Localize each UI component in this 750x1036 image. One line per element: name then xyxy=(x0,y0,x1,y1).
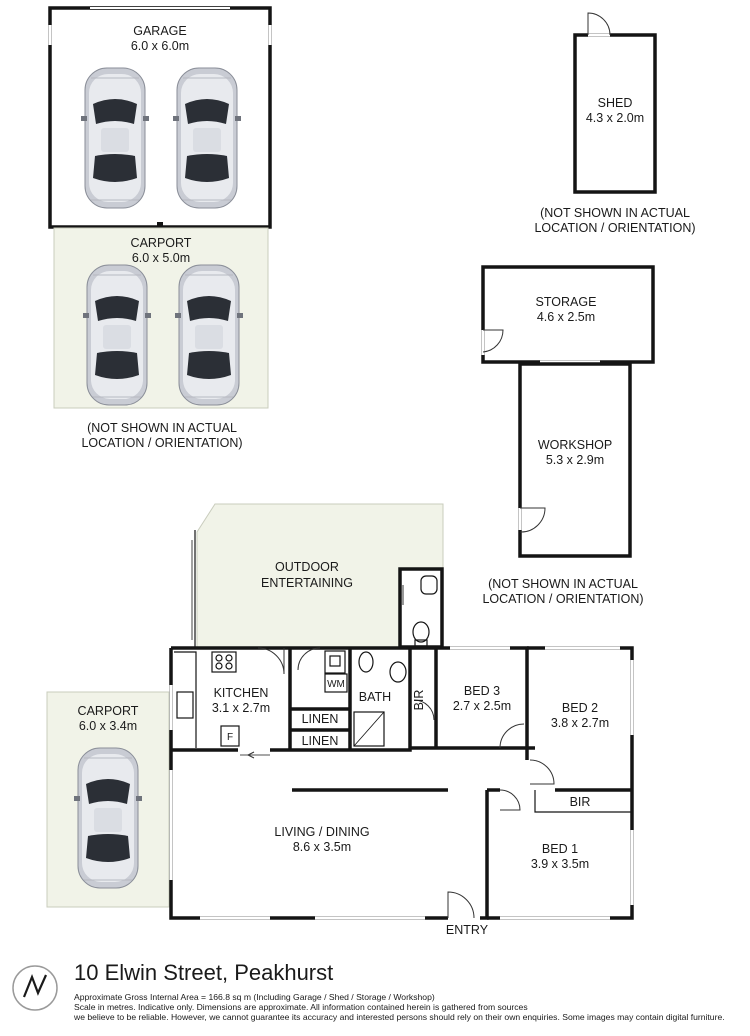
wc xyxy=(398,567,444,649)
stove-icon xyxy=(211,651,237,673)
bed1-dims: 3.9 x 3.5m xyxy=(531,857,589,871)
bed1-bir-label: BIR xyxy=(570,795,591,809)
toilet-icon xyxy=(358,651,374,673)
outdoor-label-2: ENTERTAINING xyxy=(261,576,353,590)
toilet-icon xyxy=(412,621,430,643)
shed-dims: 4.3 x 2.0m xyxy=(586,111,644,125)
laundry-tub-icon xyxy=(324,650,346,674)
wm-label: WM xyxy=(327,679,345,690)
garage-label: GARAGE xyxy=(133,24,187,38)
storage-dims: 4.6 x 2.5m xyxy=(537,310,595,324)
car-image xyxy=(82,264,152,406)
bed3-label: BED 3 xyxy=(464,684,500,698)
garage-dims: 6.0 x 6.0m xyxy=(131,39,189,53)
car-image xyxy=(80,67,150,209)
house-walls xyxy=(169,646,634,920)
bath-fixtures xyxy=(353,651,407,747)
linen-1-label: LINEN xyxy=(302,712,339,726)
carport-side-dims: 6.0 x 3.4m xyxy=(79,719,137,733)
floor-plan: GARAGE 6.0 x 6.0m CARPORT 6.0 x 5.0m (NO… xyxy=(46,6,696,937)
note-line2: LOCATION / ORIENTATION) xyxy=(534,221,695,235)
note-line2: LOCATION / ORIENTATION) xyxy=(482,592,643,606)
laundry-fixtures: WM xyxy=(324,650,348,693)
kitchen-label: KITCHEN xyxy=(214,686,269,700)
outdoor-label-1: OUTDOOR xyxy=(275,560,339,574)
disclaimer-line-2: Scale in metres. Indicative only. Dimens… xyxy=(74,1002,528,1012)
note-line1: (NOT SHOWN IN ACTUAL xyxy=(87,421,237,435)
bed3-bir-label: BIR xyxy=(412,690,426,711)
carport-side: CARPORT 6.0 x 3.4m xyxy=(46,691,170,908)
north-compass-icon xyxy=(12,965,58,1011)
shed: SHED 4.3 x 2.0m xyxy=(573,12,657,194)
workshop-dims: 5.3 x 2.9m xyxy=(546,453,604,467)
carport-top-dims: 6.0 x 5.0m xyxy=(132,251,190,265)
footer xyxy=(0,958,750,1036)
living-label: LIVING / DINING xyxy=(274,825,369,839)
carport-top: CARPORT 6.0 x 5.0m xyxy=(53,227,269,409)
car-image xyxy=(73,747,143,889)
basin-icon xyxy=(420,575,438,595)
fridge-label: F xyxy=(227,732,233,743)
washing-machine-box xyxy=(324,673,348,693)
kitchen-fixtures: F xyxy=(174,651,240,748)
garage: GARAGE 6.0 x 6.0m xyxy=(48,6,272,230)
carport-top-label: CARPORT xyxy=(131,236,192,250)
bed1-label: BED 1 xyxy=(542,842,578,856)
fridge-box xyxy=(220,725,240,747)
car-image xyxy=(174,264,244,406)
sink-icon xyxy=(176,691,194,719)
living-dims: 8.6 x 3.5m xyxy=(293,840,351,854)
entry-label: ENTRY xyxy=(446,923,489,937)
carport-side-label: CARPORT xyxy=(78,704,139,718)
bed3-dims: 2.7 x 2.5m xyxy=(453,699,511,713)
property-address: 10 Elwin Street, Peakhurst xyxy=(74,960,334,985)
note-line1: (NOT SHOWN IN ACTUAL xyxy=(540,206,690,220)
bed2-dims: 3.8 x 2.7m xyxy=(551,716,609,730)
linen-2-label: LINEN xyxy=(302,734,339,748)
kitchen-dims: 3.1 x 2.7m xyxy=(212,701,270,715)
car-image xyxy=(172,67,242,209)
workshop: WORKSHOP 5.3 x 2.9m xyxy=(518,362,632,558)
disclaimer-line-3: we believe to be reliable. However, we c… xyxy=(74,1012,725,1022)
note-line2: LOCATION / ORIENTATION) xyxy=(81,436,242,450)
disclaimer-line-1: Approximate Gross Internal Area = 166.8 … xyxy=(74,992,435,1002)
storage-label: STORAGE xyxy=(536,295,597,309)
note-line1: (NOT SHOWN IN ACTUAL xyxy=(488,577,638,591)
bath-label: BATH xyxy=(359,690,391,704)
outdoor-entertaining: OUTDOOR ENTERTAINING xyxy=(191,503,444,649)
bed2-label: BED 2 xyxy=(562,701,598,715)
storage: STORAGE 4.6 x 2.5m xyxy=(481,265,655,364)
shed-label: SHED xyxy=(598,96,633,110)
basin-icon xyxy=(389,661,407,683)
shower-icon xyxy=(353,711,385,747)
workshop-label: WORKSHOP xyxy=(538,438,612,452)
